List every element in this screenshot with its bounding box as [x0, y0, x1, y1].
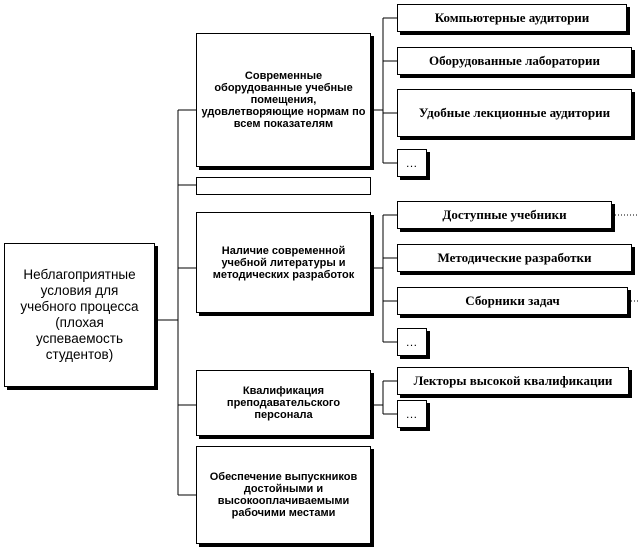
- leaf-label: Компьютерные аудитории: [434, 10, 590, 25]
- leaf-qualified-lecturers: Лекторы высокой квалификации: [397, 367, 629, 395]
- leaf-label: Оборудованные лаборатории: [428, 53, 601, 68]
- more-label: …: [405, 407, 419, 421]
- more-staff-box: …: [397, 400, 427, 428]
- more-label: …: [405, 335, 419, 349]
- leaf-lecture-rooms: Удобные лекционные аудитории: [397, 89, 632, 137]
- more-literature-box: …: [397, 328, 427, 356]
- leaf-equipped-labs: Оборудованные лаборатории: [397, 47, 632, 75]
- literature-box: Наличие современной учебной литературы и…: [196, 212, 371, 313]
- leaf-computer-rooms: Компьютерные аудитории: [397, 4, 627, 32]
- root-box: Неблагоприятные условия для учебного про…: [4, 243, 155, 387]
- leaf-label: Удобные лекционные аудитории: [418, 105, 611, 120]
- premises-label: Современные оборудованные учебные помеще…: [201, 70, 366, 130]
- jobs-label: Обеспечение выпускников достойными и выс…: [209, 471, 358, 519]
- staff-label: Квалификация преподавательского персонал…: [226, 385, 341, 421]
- leaf-problem-books: Сборники задач: [397, 287, 628, 315]
- more-premises-box: …: [397, 149, 427, 177]
- leaf-method-guides: Методические разработки: [397, 244, 632, 272]
- jobs-box: Обеспечение выпускников достойными и выс…: [196, 446, 371, 544]
- literature-label: Наличие современной учебной литературы и…: [212, 244, 355, 281]
- leaf-label: Доступные учебники: [442, 207, 567, 222]
- leaf-label: Лекторы высокой квалификации: [413, 373, 613, 388]
- leaf-textbooks: Доступные учебники: [397, 201, 612, 229]
- empty-box: [196, 177, 371, 195]
- more-label: …: [405, 156, 419, 170]
- premises-box: Современные оборудованные учебные помеще…: [196, 33, 371, 167]
- staff-box: Квалификация преподавательского персонал…: [196, 370, 371, 436]
- root-label: Неблагоприятные условия для учебного про…: [20, 267, 139, 362]
- leaf-label: Методические разработки: [437, 250, 592, 265]
- leaf-label: Сборники задач: [465, 293, 560, 308]
